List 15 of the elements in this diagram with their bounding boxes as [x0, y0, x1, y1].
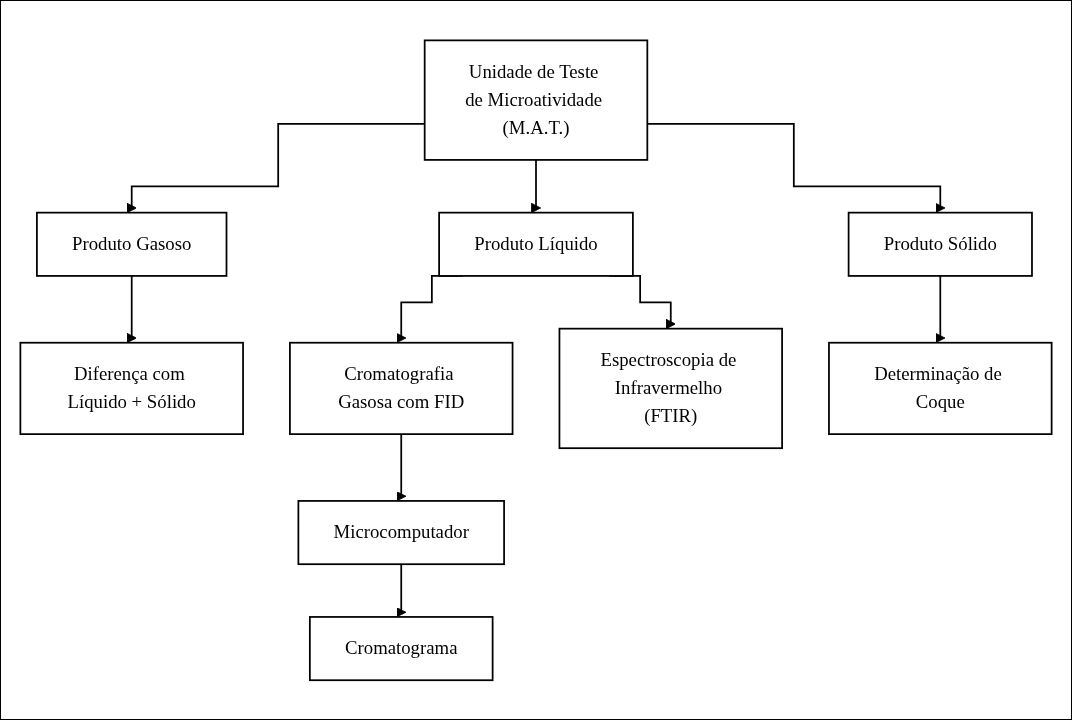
- node-box: Microcomputador: [297, 499, 505, 565]
- node-box: Espectroscopia de Infravermelho (FTIR): [558, 327, 783, 449]
- node-box: Produto Sólido: [847, 211, 1033, 277]
- node-box: Cromatografia Gasosa com FID: [289, 341, 514, 435]
- arrow: [126, 274, 137, 343]
- node-box: Unidade de Teste de Microatividade (M.A.T.): [423, 39, 649, 161]
- node-box: Diferença com Líquido + Sólido: [19, 341, 244, 435]
- arrow: [530, 158, 542, 213]
- arrow: [396, 432, 407, 502]
- node-box: Determinação de Coque: [828, 341, 1053, 435]
- node-box: Produto Líquido: [438, 211, 634, 277]
- node-box: Cromatograma: [308, 615, 494, 681]
- arrow: [935, 274, 946, 343]
- arrow: [396, 563, 407, 618]
- node-box: Produto Gasoso: [36, 211, 228, 277]
